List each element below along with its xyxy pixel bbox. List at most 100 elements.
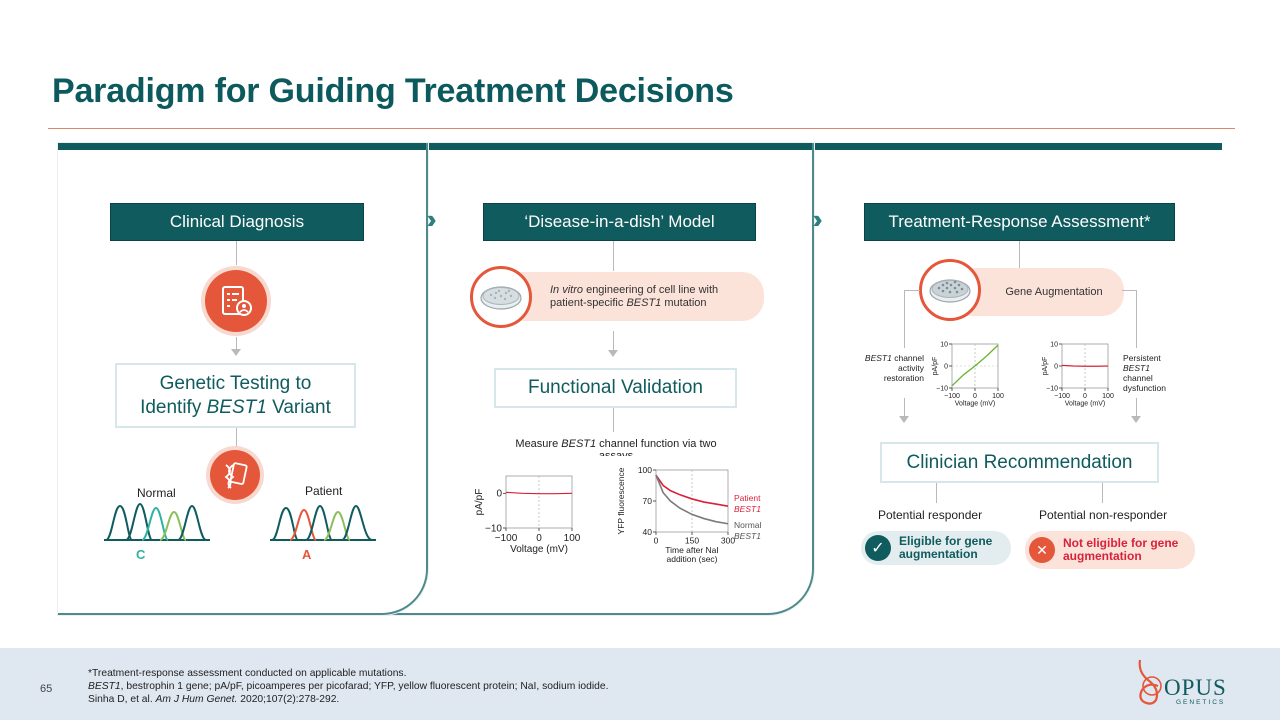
x-axis-label: Time after NaI bbox=[665, 545, 719, 555]
footnotes: *Treatment-response assessment conducted… bbox=[88, 667, 608, 706]
series-label-patient-gene: BEST1 bbox=[734, 504, 761, 514]
series-label-patient: Patient bbox=[734, 493, 761, 503]
branch-line-left bbox=[904, 398, 905, 416]
y-axis-label: pA/pF bbox=[932, 357, 939, 376]
x-axis-label: addition (sec) bbox=[666, 554, 717, 564]
dna-glyph bbox=[224, 462, 248, 489]
footnote-asterisk: *Treatment-response assessment conducted… bbox=[88, 668, 407, 679]
clinical-diagnosis-header: Clinical Diagnosis bbox=[110, 203, 364, 241]
petri-dish-icon bbox=[919, 259, 981, 321]
y-axis-label: pA/pF bbox=[474, 489, 485, 516]
branch-line-left bbox=[904, 290, 920, 291]
x-tick-label: 100 bbox=[992, 393, 1004, 400]
clipboard-checklist-icon bbox=[205, 270, 267, 332]
connector-line bbox=[936, 483, 937, 503]
x-tick-label: −100 bbox=[495, 533, 518, 544]
footnote-reference: Sinha D, et al. Am J Hum Genet. 2020;107… bbox=[88, 694, 340, 705]
branch-line-right bbox=[1136, 290, 1137, 348]
y-tick-label: 10 bbox=[940, 341, 948, 348]
patient-base-letter: A bbox=[302, 547, 312, 562]
y-tick-label: 10 bbox=[1050, 341, 1058, 348]
arrow-down-icon bbox=[608, 350, 618, 357]
x-axis-label: Voltage (mV) bbox=[955, 401, 995, 408]
invitro-line1: In vitro engineering of cell line with bbox=[550, 283, 719, 296]
panel2-top-bar bbox=[58, 143, 812, 150]
y-tick-label: 0 bbox=[496, 489, 502, 500]
measure-caption: Measure BEST1 channel function via two a… bbox=[515, 438, 717, 456]
patient-chromatogram bbox=[270, 504, 376, 541]
invitro-line2: patient-specific BEST1 mutation bbox=[550, 296, 707, 309]
y-tick-label: −10 bbox=[1046, 385, 1058, 392]
close-icon: ✕ bbox=[1029, 537, 1055, 563]
footnote-abbreviations: BEST1, bestrophin 1 gene; pA/pF, picoamp… bbox=[88, 681, 609, 692]
y-tick-label: 0 bbox=[1054, 363, 1058, 370]
y-tick-label: 40 bbox=[643, 527, 653, 537]
x-tick-label: −100 bbox=[944, 393, 960, 400]
x-axis-label: Voltage (mV) bbox=[1065, 401, 1105, 408]
restoration-note: BEST1 channel activity restoration bbox=[864, 353, 924, 383]
series-line-0 bbox=[951, 344, 999, 387]
x-tick-label: 300 bbox=[721, 536, 735, 546]
series-line-0 bbox=[505, 491, 573, 495]
clipboard-glyph bbox=[222, 286, 252, 316]
page-title: Paradigm for Guiding Treatment Decisions bbox=[52, 72, 734, 110]
gene-augmentation-note: Gene Augmentation bbox=[950, 268, 1124, 316]
invitro-engineering-note: In vitro engineering of cell line with p… bbox=[500, 272, 764, 321]
genetic-testing-box: Genetic Testing to Identify BEST1 Varian… bbox=[115, 363, 356, 428]
branch-line-left bbox=[904, 290, 905, 348]
connector-line bbox=[236, 428, 237, 448]
potential-responder-label: Potential responder bbox=[878, 508, 983, 522]
opus-logo-text: OPUS bbox=[1164, 675, 1227, 700]
dna-report-icon bbox=[210, 450, 260, 500]
checkmark-icon: ✓ bbox=[865, 535, 891, 561]
y-tick-label: −10 bbox=[936, 385, 948, 392]
series-label-normal-gene: BEST1 bbox=[734, 531, 761, 541]
series-line-0 bbox=[655, 474, 729, 507]
functional-validation-box: Functional Validation bbox=[494, 368, 737, 408]
x-tick-label: 0 bbox=[973, 393, 977, 400]
connector-line bbox=[613, 408, 614, 432]
arrow-down-icon bbox=[899, 416, 909, 423]
x-tick-label: 0 bbox=[1083, 393, 1087, 400]
potential-nonresponder-label: Potential non-responder bbox=[1039, 508, 1168, 522]
y-tick-label: 100 bbox=[638, 465, 652, 475]
title-divider bbox=[48, 128, 1235, 129]
series-line-1 bbox=[655, 474, 729, 525]
dysfunction-note: Persistent BEST1 channel dysfunction bbox=[1123, 353, 1166, 393]
branch-line-right bbox=[1136, 398, 1137, 416]
clinician-recommendation-box: Clinician Recommendation bbox=[880, 442, 1159, 483]
panel1-top-bar bbox=[58, 143, 426, 150]
branch-line-right bbox=[1122, 290, 1136, 291]
x-tick-label: 100 bbox=[564, 533, 581, 544]
series-line-0 bbox=[1061, 364, 1109, 367]
petri-dish-glyph bbox=[929, 279, 971, 303]
x-tick-label: 0 bbox=[654, 536, 659, 546]
arrow-down-icon bbox=[1131, 416, 1141, 423]
y-axis-label: pA/pF bbox=[1042, 357, 1049, 376]
x-tick-label: −100 bbox=[1054, 393, 1070, 400]
y-tick-label: 70 bbox=[643, 496, 653, 506]
connector-line bbox=[613, 331, 614, 351]
opus-logo-subtext: GENETICS bbox=[1176, 699, 1226, 706]
y-tick-label: −10 bbox=[485, 523, 502, 534]
y-tick-label: 0 bbox=[944, 363, 948, 370]
arrow-down-icon bbox=[231, 349, 241, 356]
connector-line bbox=[1019, 241, 1020, 269]
x-tick-label: 150 bbox=[685, 536, 699, 546]
genetic-testing-line1: Genetic Testing to bbox=[159, 372, 312, 394]
x-tick-label: 0 bbox=[536, 533, 542, 544]
treatment-response-header: Treatment-Response Assessment* bbox=[864, 203, 1175, 241]
genetic-testing-line2: Identify BEST1 Variant bbox=[140, 396, 331, 418]
series-label-normal: Normal bbox=[734, 520, 762, 530]
page-number: 65 bbox=[40, 683, 53, 695]
x-axis-label: Voltage (mV) bbox=[510, 544, 568, 555]
normal-chromatogram bbox=[104, 502, 210, 541]
connector-line bbox=[613, 241, 614, 271]
connector-line bbox=[236, 241, 237, 265]
